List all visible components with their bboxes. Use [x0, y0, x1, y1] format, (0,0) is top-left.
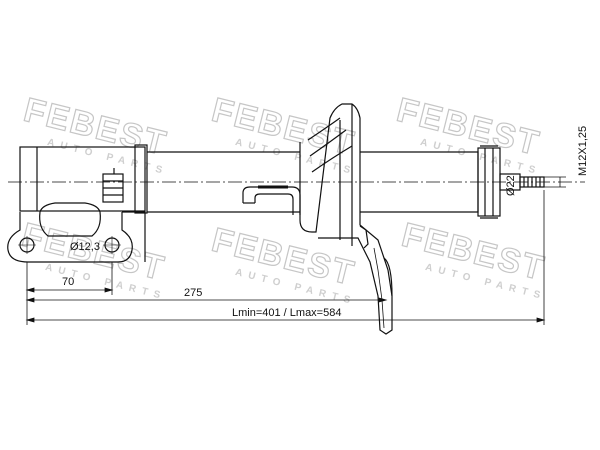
watermark-layer: FEBEST AUTO PARTS FEBEST AUTO PARTS FEBE… [17, 90, 549, 307]
spring-plate [299, 103, 393, 335]
watermark-5: FEBEST AUTO PARTS [207, 220, 359, 307]
part-outline [7, 103, 585, 335]
knuckle-bracket [7, 212, 133, 263]
rod-diameter-label: Ø22 [505, 175, 517, 196]
length-range-label: Lmin=401 / Lmax=584 [232, 307, 341, 319]
spring-seat-clip [242, 186, 301, 215]
cylinder-collar [134, 144, 148, 214]
dimension-lines [25, 174, 566, 325]
upper-tube [147, 151, 300, 213]
watermark-3: FEBEST AUTO PARTS [392, 90, 544, 177]
hole-diameter-label: Ø12,3 [70, 241, 100, 253]
cylinder-body [19, 146, 146, 212]
watermark-1: FEBEST AUTO PARTS [19, 90, 171, 177]
watermark-6: FEBEST AUTO PARTS [397, 215, 549, 302]
offset-275-label: 275 [184, 287, 202, 299]
thread-label: M12X1,25 [577, 126, 589, 176]
offset-70-label: 70 [62, 276, 74, 288]
